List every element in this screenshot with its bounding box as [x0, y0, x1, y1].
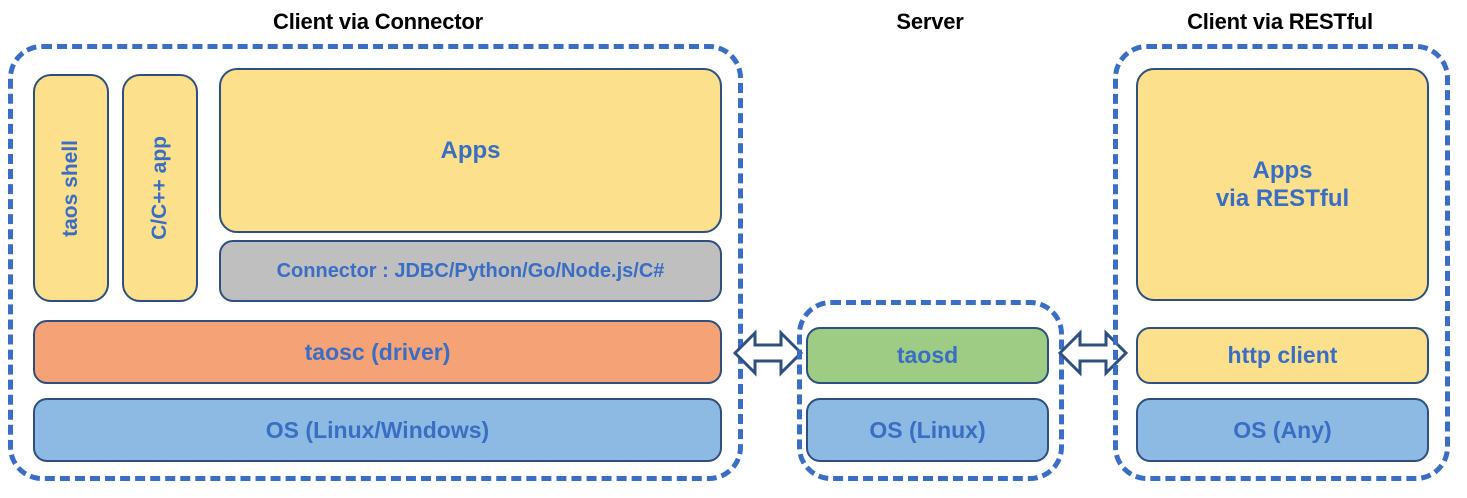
block-os-linux-label: OS (Linux) [869, 416, 986, 443]
block-taosc-driver-label: taosc (driver) [304, 338, 451, 365]
block-taosd[interactable]: taosd [806, 327, 1049, 384]
block-taosc-driver[interactable]: taosc (driver) [33, 320, 722, 384]
block-apps-restful-label: Apps via RESTful [1215, 156, 1350, 212]
block-apps-connector-label: Apps [440, 136, 501, 164]
block-connector-list-label: Connector : JDBC/Python/Go/Node.js/C# [276, 259, 665, 282]
block-taos-shell-label: taos shell [58, 139, 82, 237]
block-taos-shell[interactable]: taos shell [33, 74, 109, 302]
block-apps-connector[interactable]: Apps [219, 68, 722, 233]
group-client-via-restful [1113, 44, 1450, 481]
group-server [797, 300, 1064, 481]
block-connector-list[interactable]: Connector : JDBC/Python/Go/Node.js/C# [219, 240, 722, 302]
section-title-server: Server [896, 9, 964, 34]
block-os-linux[interactable]: OS (Linux) [806, 398, 1049, 462]
block-os-any-label: OS (Any) [1233, 416, 1332, 443]
group-client-via-connector [8, 44, 743, 481]
block-c-cpp-app-label: C/C++ app [147, 136, 171, 240]
section-title-client-restful: Client via RESTful [1187, 9, 1373, 34]
block-os-linux-windows-label: OS (Linux/Windows) [265, 416, 490, 443]
block-os-any[interactable]: OS (Any) [1136, 398, 1429, 462]
block-http-client-label: http client [1227, 342, 1338, 369]
section-title-client-connector: Client via Connector [273, 9, 483, 34]
block-http-client[interactable]: http client [1136, 327, 1429, 384]
block-apps-restful[interactable]: Apps via RESTful [1136, 68, 1429, 301]
block-c-cpp-app[interactable]: C/C++ app [122, 74, 198, 302]
block-os-linux-windows[interactable]: OS (Linux/Windows) [33, 398, 722, 462]
bidirectional-arrow-right [1057, 325, 1129, 381]
block-taosd-label: taosd [896, 342, 959, 369]
bidirectional-arrow-left [732, 325, 804, 381]
